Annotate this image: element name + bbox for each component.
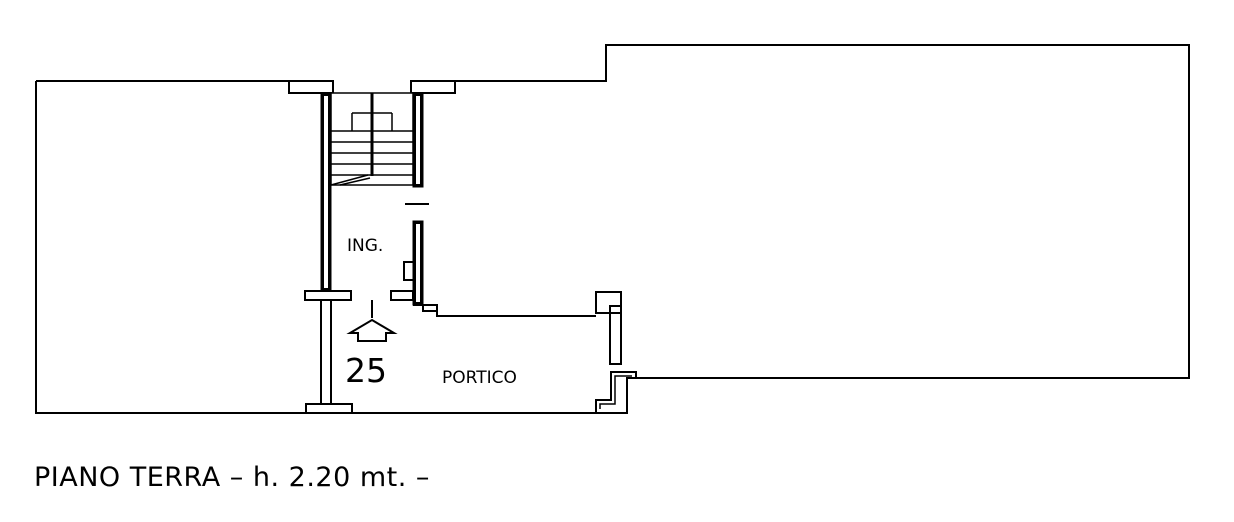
wall-cap-left-top — [288, 80, 334, 94]
wall-cap-right-top — [410, 80, 456, 94]
plan-title: PIANO TERRA – h. 2.20 mt. – — [34, 462, 430, 493]
entrance-number: 25 — [345, 351, 387, 390]
outer-perimeter — [35, 44, 1190, 414]
entrance-walls — [288, 80, 456, 306]
room-label-entrance: ING. — [347, 236, 383, 256]
entrance-niche — [403, 261, 413, 281]
staircase — [330, 92, 414, 186]
entrance-arrow-icon — [346, 318, 398, 342]
left-wing-outline — [35, 44, 1190, 414]
portico-walls — [305, 291, 637, 414]
room-label-portico: PORTICO — [442, 368, 517, 388]
entrance-bottom-walls — [304, 290, 414, 318]
